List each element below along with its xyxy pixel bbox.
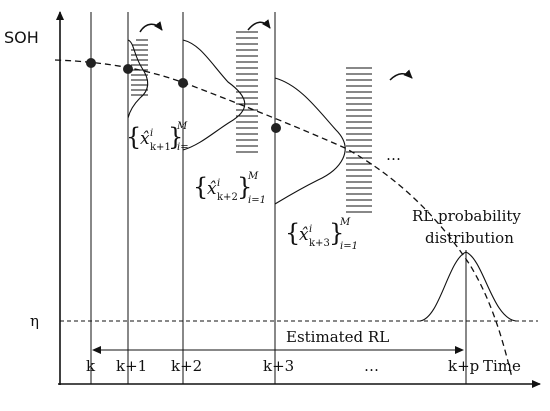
tick-kp: k+p <box>448 357 479 375</box>
svg-text:}: } <box>237 173 252 201</box>
tick-k1: k+1 <box>116 357 147 375</box>
svg-text:{: { <box>126 123 141 151</box>
distribution-k2 <box>182 39 246 151</box>
svg-text:{: { <box>193 173 208 201</box>
y-axis-label: SOH <box>4 28 39 47</box>
rl-distribution-curve <box>419 251 517 322</box>
arrow-k2 <box>247 19 271 31</box>
ellipsis-mid: … <box>386 146 401 164</box>
svg-text:x̂: x̂ <box>207 179 217 199</box>
tick-k3: k+3 <box>263 357 294 375</box>
x-axis-label: Time <box>483 357 521 375</box>
svg-text:i: i <box>217 178 220 189</box>
distribution-k1 <box>127 39 149 119</box>
particle-bars-k3 <box>346 67 372 213</box>
svg-text:M: M <box>247 171 259 182</box>
svg-text:k+3: k+3 <box>309 238 330 249</box>
tick-k: k <box>86 357 96 375</box>
arrow-k3 <box>389 69 413 81</box>
arrow-k1 <box>139 21 163 33</box>
tick-ellipsis: … <box>364 357 379 375</box>
svg-text:i=: i= <box>177 142 189 153</box>
svg-text:M: M <box>176 121 188 132</box>
svg-text:i=1: i=1 <box>248 195 266 206</box>
particle-set-label-k2: { x̂ i k+2 } M i=1 <box>193 171 266 206</box>
svg-text:k+2: k+2 <box>217 192 238 203</box>
tick-k2: k+2 <box>171 357 202 375</box>
rl-dist-label-line2: distribution <box>425 229 514 247</box>
svg-text:i: i <box>150 128 153 139</box>
svg-text:}: } <box>329 219 344 247</box>
rl-dist-label-line1: RL probability <box>412 207 521 225</box>
state-point-k2 <box>178 78 188 88</box>
svg-text:i=1: i=1 <box>340 241 358 252</box>
state-point-k <box>86 58 96 68</box>
estimated-rl-label: Estimated RL <box>286 328 389 346</box>
svg-text:M: M <box>339 217 351 228</box>
particle-set-label-k3: { x̂ i k+3 } M i=1 <box>285 217 358 252</box>
particle-bars-k1 <box>131 39 148 96</box>
svg-text:}: } <box>168 123 183 151</box>
state-point-k3 <box>271 123 281 133</box>
svg-text:x̂: x̂ <box>140 129 150 149</box>
threshold-label: η <box>30 312 39 330</box>
svg-text:{: { <box>285 219 300 247</box>
particle-set-label-k1: { x̂ i k+1 } M i= <box>126 121 189 153</box>
svg-text:x̂: x̂ <box>299 225 309 245</box>
particle-bars-k2 <box>236 31 258 153</box>
svg-text:k+1: k+1 <box>150 142 171 153</box>
distribution-k3 <box>274 77 346 205</box>
svg-text:i: i <box>309 224 312 235</box>
state-point-k1 <box>123 64 133 74</box>
